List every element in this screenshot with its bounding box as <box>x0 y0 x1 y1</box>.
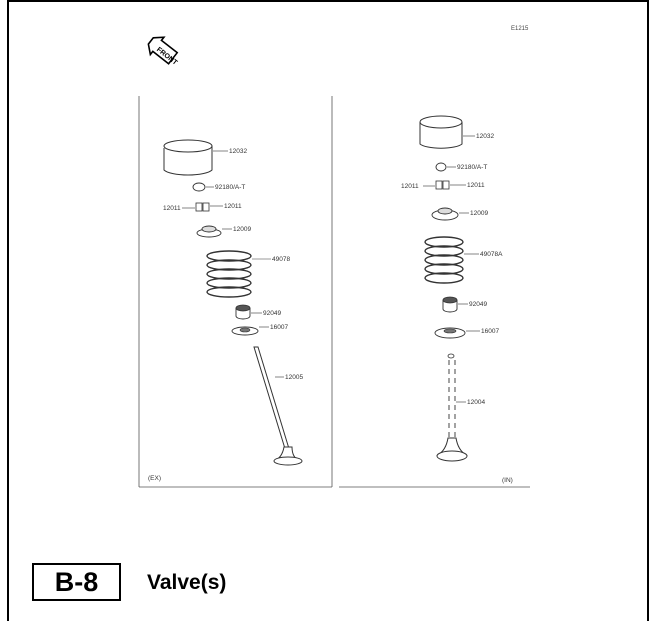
in-spring <box>424 236 464 284</box>
in-label-key-right: 12011 <box>467 182 485 189</box>
frame-top-border <box>7 0 649 2</box>
ex-panel: 12032 92180/A-T 12011 12011 12009 <box>148 139 303 482</box>
ex-label-key-left: 12011 <box>163 205 181 212</box>
in-key-left <box>435 180 443 190</box>
ex-label-retainer: 12009 <box>233 226 251 233</box>
ex-key-right <box>202 202 210 212</box>
ex-tappet <box>163 139 213 176</box>
front-marker: FRONT <box>147 36 179 67</box>
in-label-retainer: 12009 <box>470 210 488 217</box>
frame-left-border <box>7 0 9 621</box>
ex-seat <box>231 326 259 336</box>
front-arrow-icon <box>147 36 179 65</box>
ex-label-valve: 12005 <box>285 374 303 381</box>
in-shim <box>435 162 447 172</box>
in-label-seal: 92049 <box>469 301 487 308</box>
in-label-key-left: 12011 <box>401 183 419 190</box>
in-label-seat: 16007 <box>481 328 499 335</box>
ex-label-key-right: 12011 <box>224 203 242 210</box>
in-seal <box>442 296 458 313</box>
ex-shim <box>192 182 206 192</box>
ex-spring <box>206 250 252 298</box>
ex-label-shim: 92180/A-T <box>215 184 245 191</box>
in-key-right <box>442 180 450 190</box>
ex-seal <box>235 304 251 320</box>
in-retainer <box>431 207 459 221</box>
in-label-shim: 92180/A-T <box>457 164 487 171</box>
in-tappet <box>419 115 463 149</box>
ex-retainer <box>196 225 222 238</box>
ex-label-tappet: 12032 <box>229 148 247 155</box>
exploded-parts-diagram: E1215 FRONT 12032 92180/A-T <box>138 26 530 488</box>
in-seat <box>434 327 466 339</box>
in-label-valve: 12004 <box>467 399 485 406</box>
ex-panel-tag: (EX) <box>148 475 161 482</box>
in-panel-tag: (IN) <box>502 477 513 484</box>
section-title: Valve(s) <box>147 571 227 594</box>
in-panel: 12032 92180/A-T 12011 12011 12009 <box>401 115 513 484</box>
in-label-tappet: 12032 <box>476 133 494 140</box>
panel-borders <box>138 96 530 488</box>
frame-right-border <box>647 0 649 621</box>
ex-key-left <box>195 202 203 212</box>
ex-label-spring: 49078 <box>272 256 290 263</box>
ex-label-seat: 16007 <box>270 324 288 331</box>
ex-label-seal: 92049 <box>263 310 281 317</box>
in-label-spring: 49078A <box>480 251 503 258</box>
ex-valve <box>253 346 303 466</box>
section-code-box: B-8 <box>32 563 121 601</box>
figure-code: E1215 <box>511 26 529 32</box>
in-valve <box>436 353 468 462</box>
